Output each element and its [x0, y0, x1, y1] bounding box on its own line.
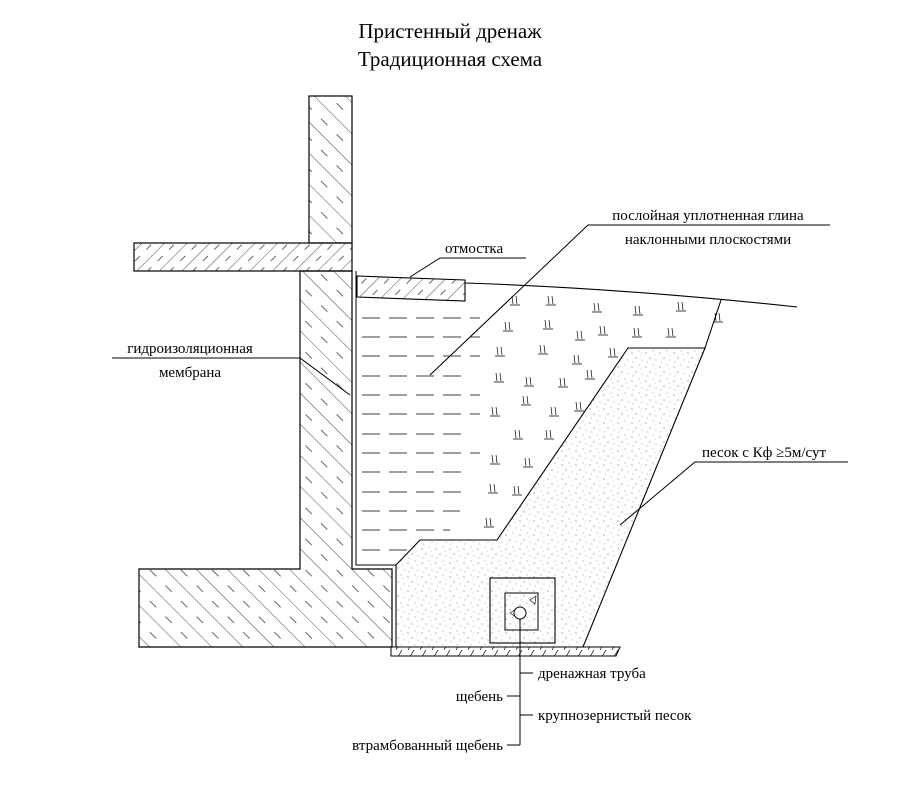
blind-area-label: отмостка — [445, 241, 503, 257]
clay-symbol — [490, 406, 500, 417]
clay-symbol — [713, 312, 723, 323]
upper-wall — [308, 95, 353, 244]
sand-label: песок с Кф ≥5м/сут — [702, 445, 826, 461]
clay-symbol — [546, 295, 556, 306]
clay-symbol — [608, 347, 618, 358]
clay-symbol — [632, 327, 642, 338]
clay-symbol — [523, 457, 533, 468]
clay-symbol — [524, 376, 534, 387]
clay-symbol — [558, 377, 568, 388]
clay-symbol — [633, 305, 643, 316]
clay-symbol — [503, 321, 513, 332]
blind-area-slab — [356, 275, 466, 302]
clay-symbol — [513, 429, 523, 440]
clay-symbol — [495, 346, 505, 357]
gravel-label: щебень — [456, 689, 503, 705]
coarse-sand-layer — [504, 592, 539, 631]
clay-symbol — [598, 325, 608, 336]
clay-label-line1: послойная уплотненная глина — [612, 208, 804, 224]
diagram-title-line1: Пристенный дренаж — [358, 19, 542, 43]
clay-symbol — [543, 319, 553, 330]
clay-symbol — [538, 344, 548, 355]
drain-pipe — [513, 606, 527, 620]
clay-symbol — [544, 429, 554, 440]
clay-symbol — [484, 517, 494, 528]
drain-pipe-label: дренажная труба — [538, 666, 646, 682]
compacted-gravel-label: втрамбованный щебень — [352, 738, 503, 754]
clay-symbol — [585, 369, 595, 380]
clay-label-line2: наклонными плоскостями — [625, 232, 791, 248]
clay-symbol — [521, 395, 531, 406]
compacted-gravel-base — [390, 646, 621, 657]
clay-symbol — [490, 454, 500, 465]
clay-symbol — [549, 406, 559, 417]
leader-lines — [112, 224, 848, 746]
membrane-label-line1: гидроизоляционная — [127, 341, 253, 357]
clay-symbol — [575, 330, 585, 341]
foundation-wall-and-footing — [138, 270, 393, 648]
coarse-sand-label: крупнозернистый песок — [538, 708, 692, 724]
clay-symbol — [572, 354, 582, 365]
sand-backfill — [395, 347, 706, 648]
clay-symbol — [592, 302, 602, 313]
clay-symbol — [494, 372, 504, 383]
clay-symbol — [676, 301, 686, 312]
diagram-title-line2: Традиционная схема — [357, 47, 543, 71]
membrane-label-line2: мембрана — [159, 365, 221, 381]
clay-symbol — [666, 327, 676, 338]
clay-symbol — [512, 485, 522, 496]
floor-slab — [133, 242, 353, 272]
gravel-around-pipe — [489, 577, 556, 644]
clay-symbol — [574, 401, 584, 412]
compacted-clay-fill — [362, 282, 798, 551]
clay-symbol — [488, 483, 498, 494]
